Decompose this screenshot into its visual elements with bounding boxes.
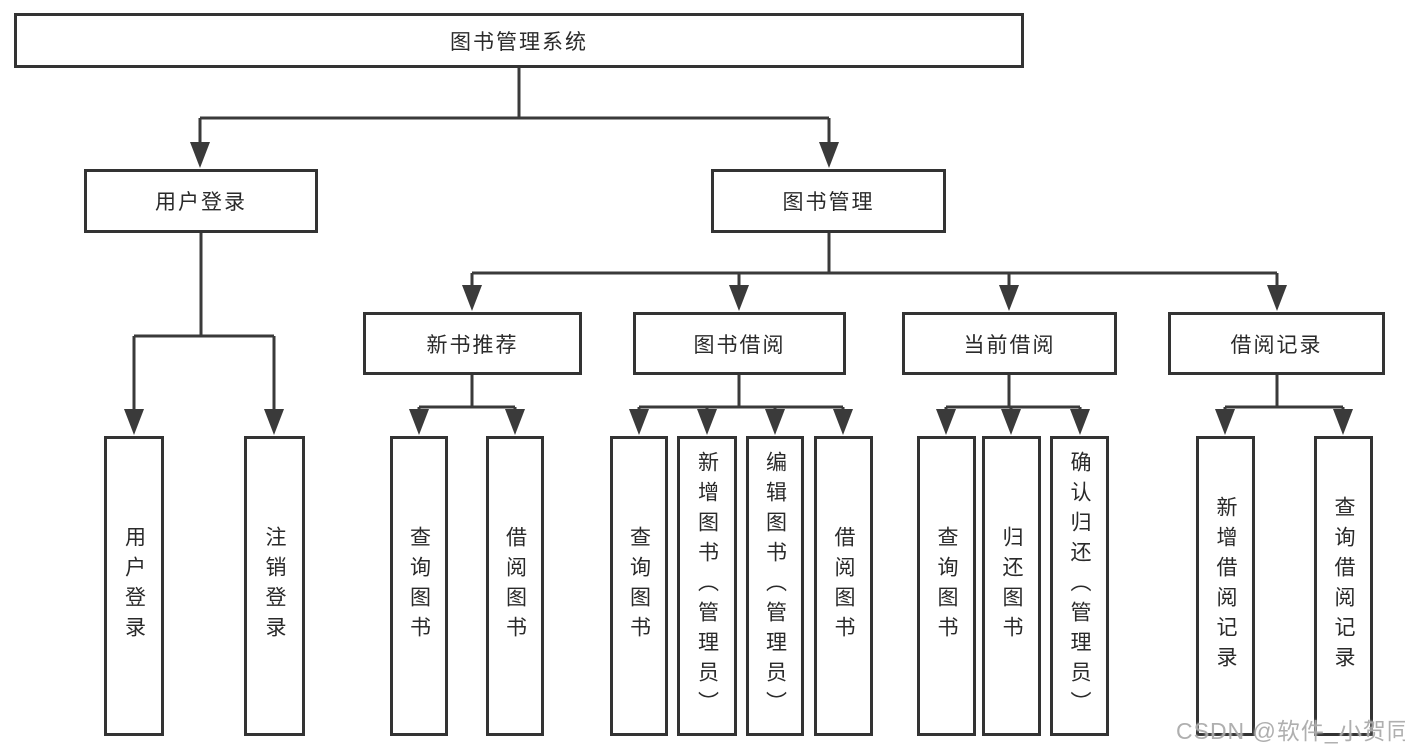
node-logout-label: 注销登录: [263, 526, 286, 646]
connector-root-to-level2: [198, 68, 831, 144]
node-query-borrow-record-label: 查询借阅记录: [1332, 496, 1355, 676]
arrowhead-icon: [765, 409, 785, 435]
arrowhead-icon: [833, 409, 853, 435]
node-edit-books-admin: 编辑图书（管理员）: [746, 436, 804, 736]
node-borrow-books-recommend: 借阅图书: [486, 436, 544, 736]
node-add-borrow-record: 新增借阅记录: [1196, 436, 1255, 736]
node-new-book-recommend-label: 新书推荐: [426, 333, 519, 357]
node-query-books-borrowing-label: 查询图书: [627, 526, 651, 646]
node-query-books-borrowing: 查询图书: [610, 436, 668, 736]
arrowhead-icon: [697, 409, 717, 435]
node-confirm-return-admin: 确认归还（管理员）: [1050, 436, 1109, 736]
node-query-books-current-label: 查询图书: [935, 526, 958, 646]
node-add-borrow-record-label: 新增借阅记录: [1214, 496, 1237, 676]
node-borrow-books-label: 借阅图书: [832, 526, 855, 646]
arrowhead-icon: [629, 409, 649, 435]
node-borrow-books: 借阅图书: [814, 436, 873, 736]
node-root-label: 图书管理系统: [450, 30, 588, 54]
connector-borrowing-records-to-leaves: [1223, 375, 1345, 410]
arrowhead-icon: [1070, 409, 1090, 435]
node-login-label: 用户登录: [122, 526, 146, 646]
arrowhead-icon: [124, 409, 144, 435]
node-book-management-label: 图书管理: [782, 191, 875, 214]
node-confirm-return-admin-label: 确认归还（管理员）: [1068, 451, 1091, 721]
arrowhead-icon: [936, 409, 956, 435]
connector-book-management-to-level3: [470, 233, 1279, 288]
node-new-book-recommend: 新书推荐: [363, 312, 582, 375]
arrowhead-icon: [264, 409, 284, 435]
arrowhead-icon: [462, 285, 482, 311]
node-query-books-recommend-label: 查询图书: [407, 526, 431, 646]
node-borrowing-records-label: 借阅记录: [1230, 333, 1323, 357]
arrowhead-icon: [999, 285, 1019, 311]
connector-book-borrowing-to-leaves: [637, 375, 845, 410]
arrowhead-icon: [505, 409, 525, 435]
arrowhead-icon: [1267, 285, 1287, 311]
arrowhead-icon: [1001, 409, 1021, 435]
node-borrowing-records: 借阅记录: [1168, 312, 1385, 375]
node-add-books-admin-label: 新增图书（管理员）: [695, 451, 719, 721]
csdn-watermark: CSDN @软件_小贺同学: [1176, 718, 1405, 744]
node-login: 用户登录: [104, 436, 164, 736]
arrowhead-icon: [1333, 409, 1353, 435]
node-user-login-label: 用户登录: [155, 191, 247, 214]
node-root: 图书管理系统: [14, 13, 1024, 68]
node-user-login: 用户登录: [84, 169, 318, 233]
connector-current-borrowing-to-leaves: [944, 375, 1082, 410]
node-add-books-admin: 新增图书（管理员）: [677, 436, 737, 736]
node-book-borrowing: 图书借阅: [633, 312, 846, 375]
node-current-borrowing-label: 当前借阅: [963, 333, 1056, 357]
connector-new-book-recommend-to-leaves: [417, 375, 517, 410]
node-query-borrow-record: 查询借阅记录: [1314, 436, 1373, 736]
node-borrow-books-recommend-label: 借阅图书: [503, 526, 527, 646]
node-current-borrowing: 当前借阅: [902, 312, 1117, 375]
node-book-management: 图书管理: [711, 169, 946, 233]
node-book-borrowing-label: 图书借阅: [693, 333, 786, 357]
node-logout: 注销登录: [244, 436, 305, 736]
node-query-books-current: 查询图书: [917, 436, 976, 736]
arrowhead-icon: [819, 142, 839, 168]
arrowhead-icon: [409, 409, 429, 435]
node-edit-books-admin-label: 编辑图书（管理员）: [763, 451, 787, 721]
arrowhead-icon: [729, 285, 749, 311]
arrowhead-icon: [190, 142, 210, 168]
node-query-books-recommend: 查询图书: [390, 436, 448, 736]
node-return-books-label: 归还图书: [1000, 526, 1023, 646]
node-return-books: 归还图书: [982, 436, 1041, 736]
arrowhead-icon: [1215, 409, 1235, 435]
connector-user-login-to-leaves: [132, 233, 276, 411]
